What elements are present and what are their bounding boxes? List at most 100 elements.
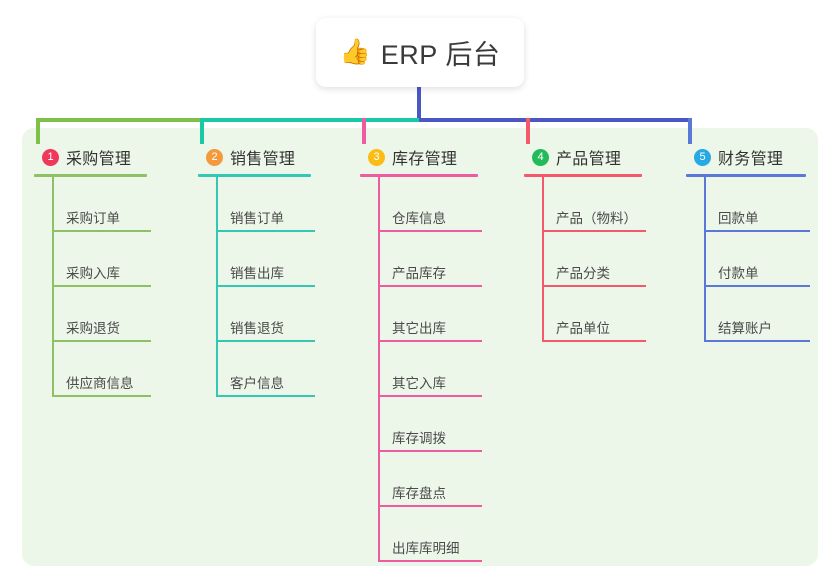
thumbs-up-icon: 👍 [339, 38, 371, 66]
branch-item[interactable]: 出库库明细 [378, 507, 518, 562]
branch-header-4[interactable]: 4 产品管理 [524, 145, 682, 169]
branch-underline [360, 174, 478, 177]
branch-underline [686, 174, 806, 177]
branch-item-underline [378, 230, 482, 232]
branch-column-3: 3 库存管理仓库信息产品库存其它出库其它入库库存调拨库存盘点出库库明细 [360, 145, 518, 562]
connector-drop-5 [688, 118, 692, 144]
branch-underline [34, 174, 147, 177]
branch-item[interactable]: 采购订单 [52, 177, 192, 232]
branch-item-underline [216, 395, 315, 397]
connector-drop-3 [362, 118, 366, 144]
branch-spine [216, 177, 218, 397]
branch-header-1[interactable]: 1 采购管理 [34, 145, 192, 169]
branch-item-label: 采购订单 [66, 211, 120, 226]
connector-bar-left [38, 118, 202, 122]
branch-item-underline [542, 230, 646, 232]
branch-item-label: 销售出库 [230, 266, 284, 281]
branch-item-list: 产品（物料） 产品分类产品单位 [524, 177, 682, 342]
branch-column-4: 4 产品管理产品（物料） 产品分类产品单位 [524, 145, 682, 342]
branch-item-underline [704, 340, 810, 342]
branch-item-list: 仓库信息产品库存其它出库其它入库库存调拨库存盘点出库库明细 [360, 177, 518, 562]
branch-number-badge: 5 [694, 148, 711, 166]
branch-spine [704, 177, 706, 342]
branch-item-list: 采购订单采购入库采购退货供应商信息 [34, 177, 192, 397]
branch-item-underline [52, 395, 151, 397]
branch-item[interactable]: 产品单位 [542, 287, 682, 342]
branch-item-label: 库存调拨 [392, 431, 446, 446]
branch-header-5[interactable]: 5 财务管理 [686, 145, 839, 169]
branch-item[interactable]: 其它入库 [378, 342, 518, 397]
branch-item[interactable]: 销售出库 [216, 232, 356, 287]
branch-spine [378, 177, 380, 562]
branch-item[interactable]: 采购入库 [52, 232, 192, 287]
branch-item-label: 结算账户 [718, 321, 772, 336]
branch-title: 库存管理 [392, 151, 458, 168]
branch-title: 采购管理 [66, 151, 132, 168]
branch-item-label: 产品分类 [556, 266, 610, 281]
branch-item-underline [52, 230, 151, 232]
connector-drop-4 [526, 118, 530, 144]
branch-item[interactable]: 库存盘点 [378, 452, 518, 507]
branch-item-label: 付款单 [718, 266, 759, 281]
branch-item-list: 回款单付款单结算账户 [686, 177, 839, 342]
branches-panel [22, 128, 818, 566]
branch-item[interactable]: 销售退货 [216, 287, 356, 342]
branch-number-badge: 2 [206, 148, 223, 166]
branch-item[interactable]: 付款单 [704, 232, 839, 287]
branch-item-underline [378, 505, 482, 507]
branch-item-underline [216, 230, 315, 232]
branch-item-label: 采购入库 [66, 266, 120, 281]
branch-item-label: 库存盘点 [392, 486, 446, 501]
branch-item-underline [542, 340, 646, 342]
branch-item-label: 供应商信息 [66, 376, 134, 391]
root-node[interactable]: 👍 ERP 后台 [316, 18, 524, 87]
branch-item[interactable]: 供应商信息 [52, 342, 192, 397]
branch-item-underline [378, 560, 482, 562]
branch-item[interactable]: 产品库存 [378, 232, 518, 287]
branch-item[interactable]: 采购退货 [52, 287, 192, 342]
branch-item-label: 客户信息 [230, 376, 284, 391]
branch-column-5: 5 财务管理回款单付款单结算账户 [686, 145, 839, 342]
branch-item[interactable]: 其它出库 [378, 287, 518, 342]
branch-underline [524, 174, 642, 177]
branch-item[interactable]: 产品（物料） [542, 177, 682, 232]
branch-item[interactable]: 仓库信息 [378, 177, 518, 232]
branch-item[interactable]: 销售订单 [216, 177, 356, 232]
branch-item-underline [378, 450, 482, 452]
branch-item[interactable]: 库存调拨 [378, 397, 518, 452]
branch-item-label: 其它出库 [392, 321, 446, 336]
branch-item[interactable]: 客户信息 [216, 342, 356, 397]
branch-item-underline [542, 285, 646, 287]
branch-header-3[interactable]: 3 库存管理 [360, 145, 518, 169]
branch-number-badge: 1 [42, 148, 59, 166]
branch-item-underline [704, 285, 810, 287]
branch-title: 财务管理 [718, 151, 784, 168]
branch-item-label: 产品（物料） [556, 211, 637, 226]
root-title: ERP 后台 [380, 40, 501, 70]
branch-underline [198, 174, 311, 177]
branch-header-2[interactable]: 2 销售管理 [198, 145, 356, 169]
branch-item-label: 回款单 [718, 211, 759, 226]
branch-item-label: 其它入库 [392, 376, 446, 391]
branch-item-label: 采购退货 [66, 321, 120, 336]
connector-bar-right [419, 118, 690, 122]
branch-number-badge: 4 [532, 148, 549, 166]
connector-drop-2 [200, 118, 204, 144]
branch-item-underline [378, 395, 482, 397]
connector-drop-1 [36, 118, 40, 144]
branch-item[interactable]: 产品分类 [542, 232, 682, 287]
branch-item[interactable]: 结算账户 [704, 287, 839, 342]
branch-item-list: 销售订单销售出库销售退货客户信息 [198, 177, 356, 397]
branch-item-label: 销售退货 [230, 321, 284, 336]
branch-item-underline [52, 340, 151, 342]
branch-title: 产品管理 [556, 151, 622, 168]
branch-item-label: 销售订单 [230, 211, 284, 226]
branch-item-underline [216, 340, 315, 342]
branch-item-label: 产品单位 [556, 321, 610, 336]
branch-item[interactable]: 回款单 [704, 177, 839, 232]
branch-item-underline [52, 285, 151, 287]
branch-number-badge: 3 [368, 148, 385, 166]
branch-title: 销售管理 [230, 151, 296, 168]
branch-spine [52, 177, 54, 397]
